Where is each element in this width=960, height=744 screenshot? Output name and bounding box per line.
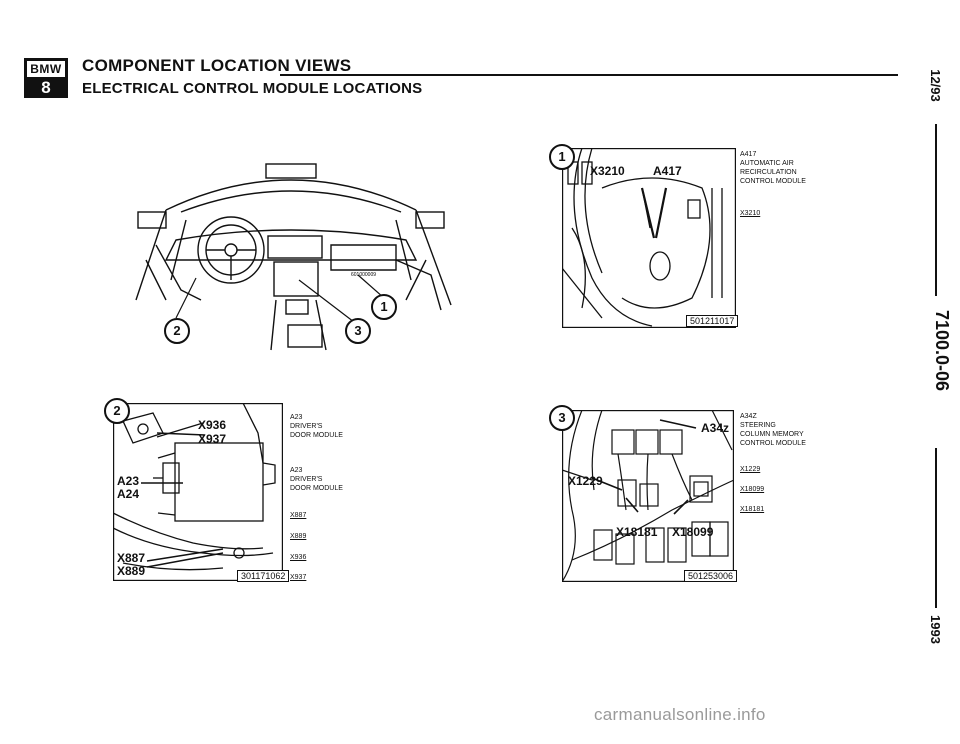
- side-rule-lower: [935, 448, 937, 608]
- detail-3-callout-x18181: X18181: [616, 525, 658, 539]
- detail-2-callout-a23: A23: [117, 474, 140, 488]
- side-date: 12/93: [928, 69, 944, 102]
- detail-3-callout-a34z: A34z: [701, 421, 730, 435]
- detail-2-label-a23: A23 DRIVER'S DOOR MODULE: [290, 413, 343, 440]
- detail-3-connector-x18099: X18099: [740, 486, 765, 493]
- detail-3-illustration: [562, 410, 734, 582]
- overview-callout-1: 1: [371, 294, 397, 320]
- detail-3-part-number: 501253006: [684, 570, 738, 582]
- detail-2-connector-x936: X936: [290, 554, 307, 561]
- detail-2-ref: 2: [104, 398, 130, 424]
- detail-2-illustration: [113, 403, 283, 581]
- overview-callout-3: 3: [345, 318, 371, 344]
- label-line: AUTOMATIC AIR: [740, 160, 794, 167]
- label-line: A417: [740, 151, 757, 158]
- label-line: DRIVER'S: [290, 476, 323, 483]
- detail-3-connector-x18181: X18181: [740, 506, 765, 513]
- detail-2-callout-x937: X937: [198, 432, 227, 446]
- label-line: DRIVER'S: [290, 423, 323, 430]
- side-page-number: 7100.0-06: [931, 309, 952, 392]
- logo-series: 8: [41, 78, 51, 97]
- label-line: COLUMN MEMORY: [740, 431, 804, 438]
- detail-1-ref: 1: [549, 144, 575, 170]
- detail-2-part-number: 301171062: [237, 570, 290, 582]
- page-subtitle: ELECTRICAL CONTROL MODULE LOCATIONS: [82, 80, 423, 97]
- side-year: 1993: [928, 615, 944, 644]
- bmw-logo: BMW 8: [24, 58, 68, 98]
- watermark: carmanualsonline.info: [594, 705, 766, 724]
- header-rule: [280, 74, 898, 76]
- label-line: CONTROL MODULE: [740, 440, 806, 447]
- detail-1-callout-x3210: X3210: [590, 164, 625, 178]
- side-rule-upper: [935, 124, 937, 296]
- detail-2-callout-a24: A24: [117, 487, 140, 501]
- detail-3-ref: 3: [549, 405, 575, 431]
- detail-1-part-number: 501211017: [686, 315, 739, 327]
- detail-2-callout-x936: X936: [198, 418, 227, 432]
- page-title: COMPONENT LOCATION VIEWS: [82, 56, 352, 75]
- overview-part-number: 601000009: [351, 272, 376, 278]
- detail-3-label: A34z STEERING COLUMN MEMORY CONTROL MODU…: [740, 412, 806, 448]
- detail-2-callout-x889: X889: [117, 564, 146, 578]
- label-line: DOOR MODULE: [290, 485, 343, 492]
- detail-3-callout-x18099: X18099: [672, 525, 714, 539]
- overview-callout-2: 2: [164, 318, 190, 344]
- label-line: A34z: [740, 413, 757, 420]
- label-line: A23: [290, 467, 303, 474]
- detail-2-connector-x937: X937: [290, 574, 307, 581]
- detail-2-connector-x887: X887: [290, 512, 307, 519]
- logo-text: BMW: [27, 61, 65, 77]
- detail-1-callout-a417: A417: [653, 164, 682, 178]
- detail-1-label: A417 AUTOMATIC AIR RECIRCULATION CONTROL…: [740, 150, 806, 186]
- label-line: CONTROL MODULE: [740, 178, 806, 185]
- detail-3-callout-x1229: X1229: [568, 474, 603, 488]
- detail-3-connector-x1229: X1229: [740, 466, 761, 473]
- label-line: STEERING: [740, 422, 776, 429]
- detail-1-illustration: [562, 148, 736, 328]
- label-line: A23: [290, 414, 303, 421]
- label-line: RECIRCULATION: [740, 169, 797, 176]
- dashboard-overview-illustration: 601000009: [135, 163, 452, 351]
- detail-1-connector-x3210: X3210: [740, 210, 761, 217]
- detail-2-label-a24: A23 DRIVER'S DOOR MODULE: [290, 466, 343, 493]
- detail-2-callout-x887: X887: [117, 551, 146, 565]
- detail-2-connector-x889: X889: [290, 533, 307, 540]
- label-line: DOOR MODULE: [290, 432, 343, 439]
